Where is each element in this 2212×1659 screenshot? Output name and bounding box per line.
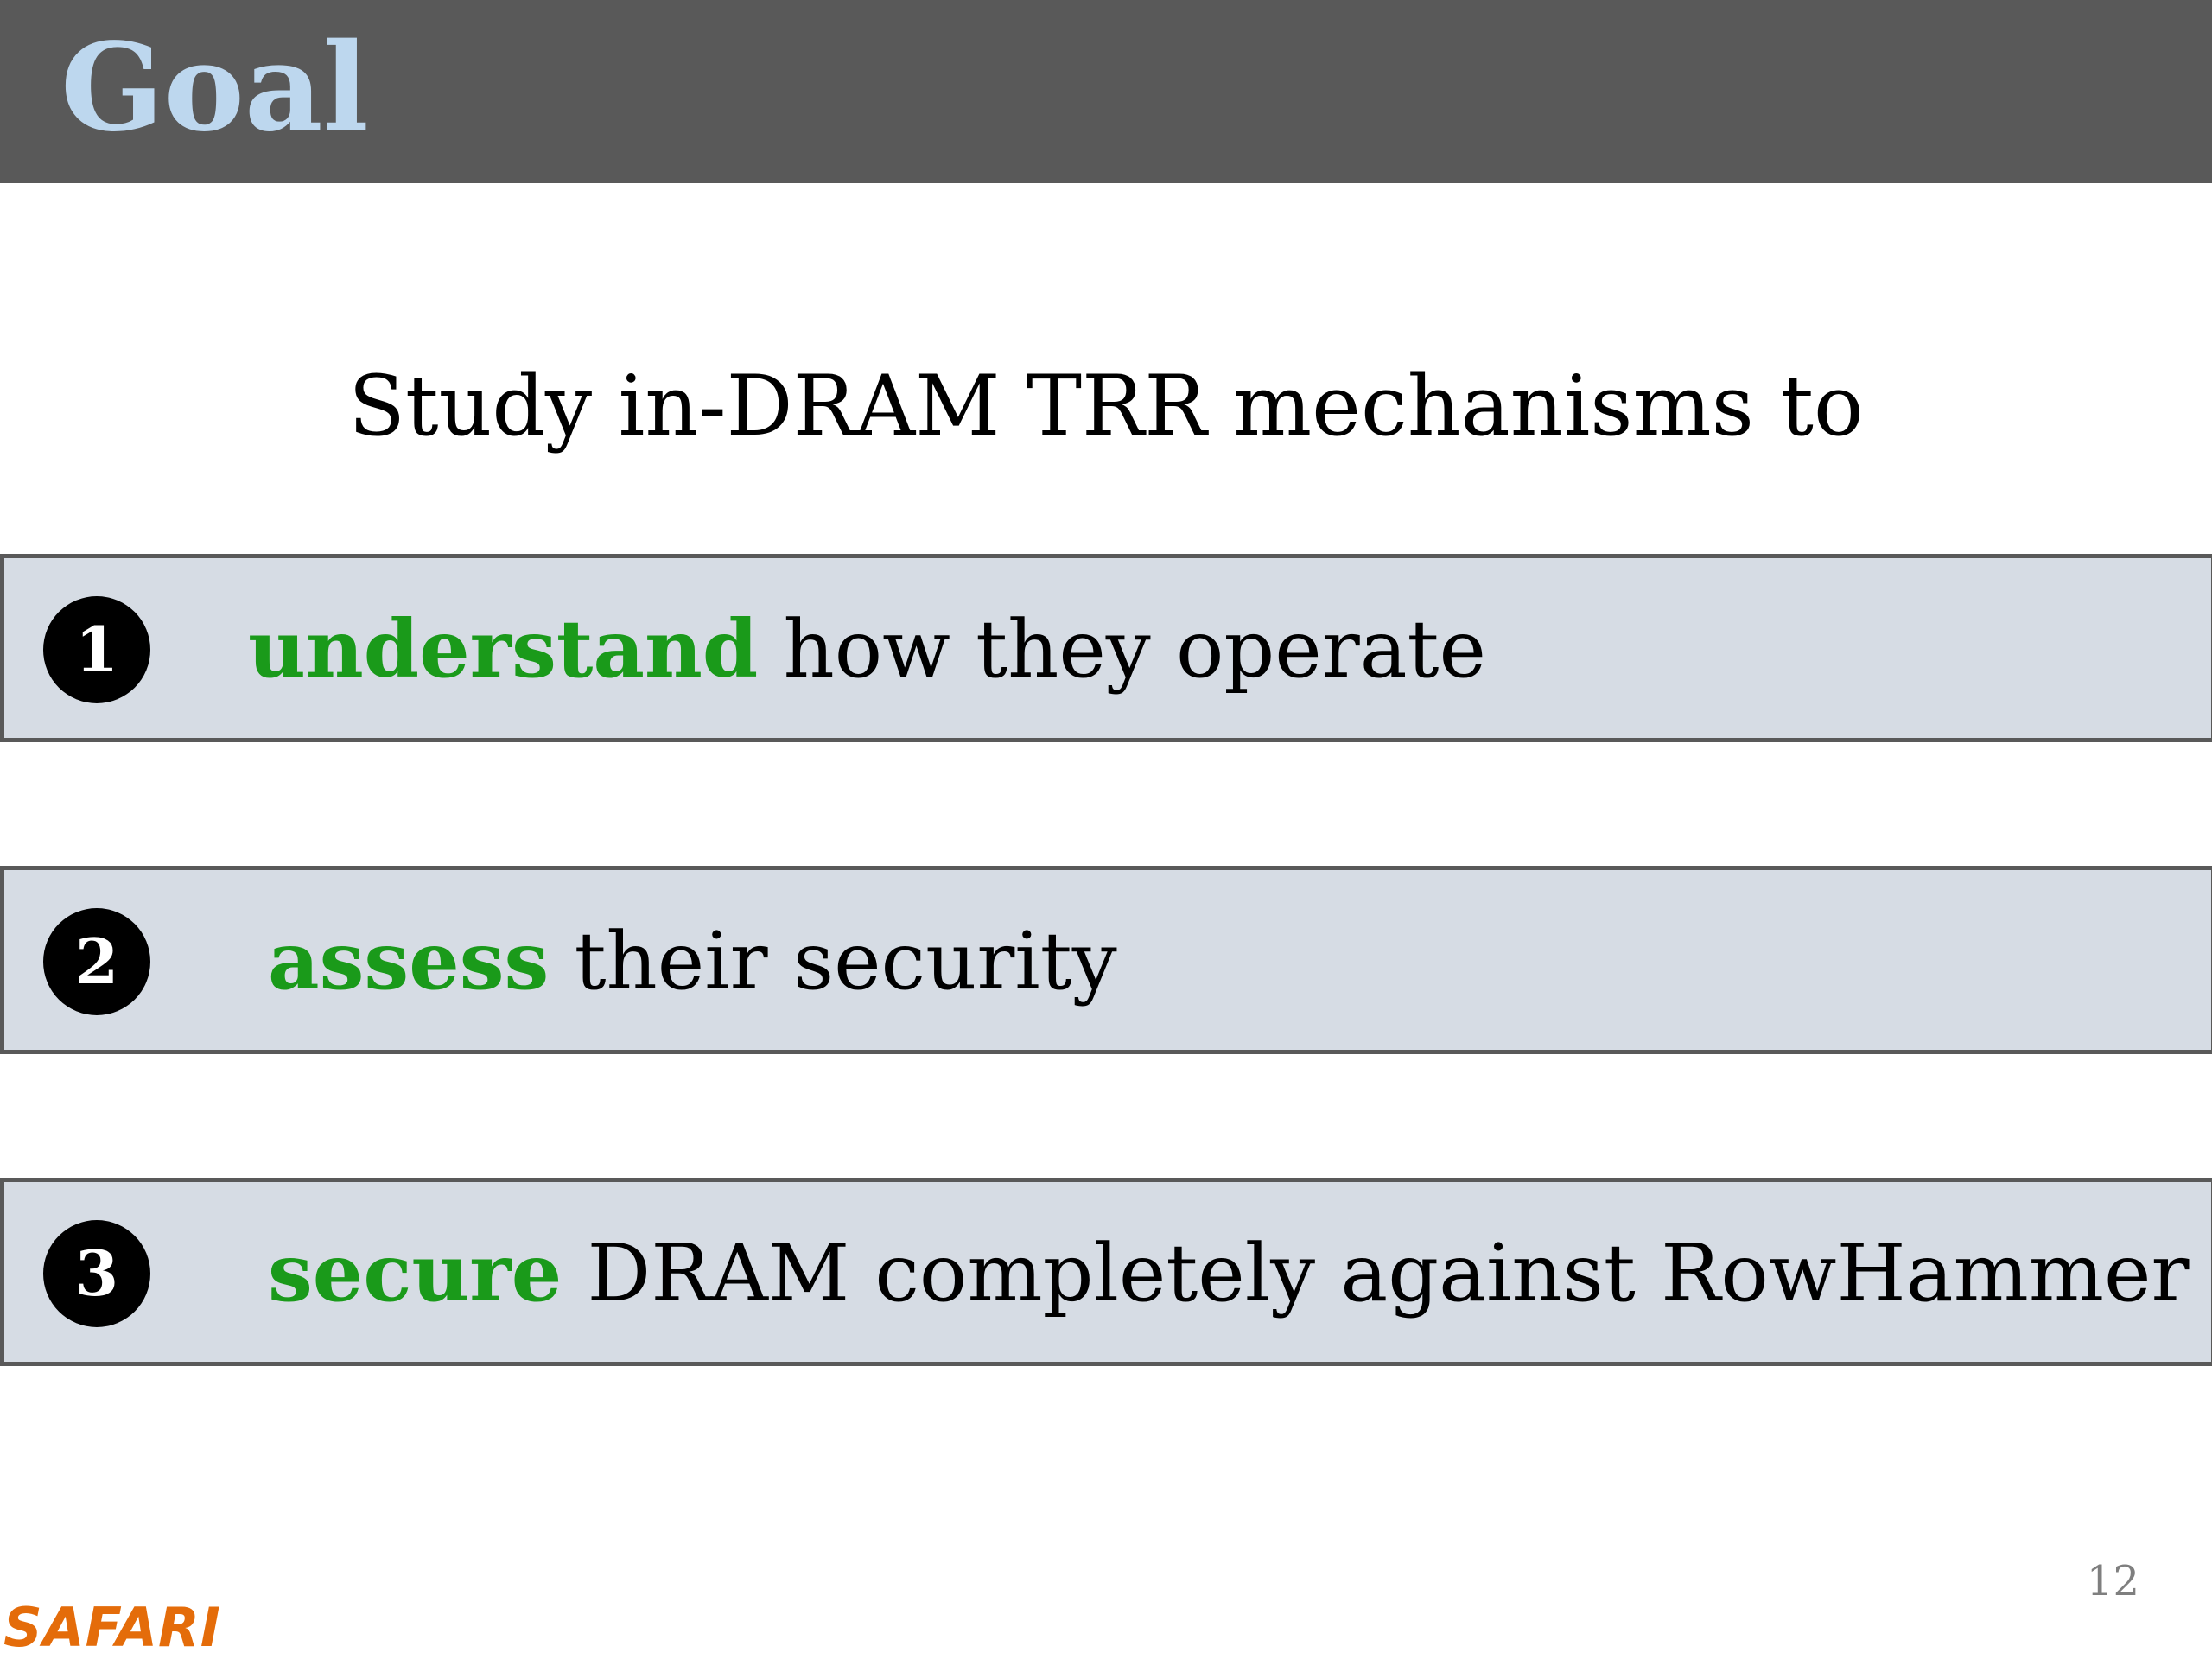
goal-keyword-1: understand	[248, 602, 759, 696]
goal-text-3: secure DRAM completely against RowHammer	[268, 1217, 2189, 1330]
goal-text-1: understand how they operate	[248, 593, 1486, 706]
number-badge-3: 3	[43, 1220, 150, 1327]
safari-logo: SAFARI	[3, 1596, 221, 1659]
page-number: 12	[2086, 1557, 2139, 1605]
goal-keyword-3: secure	[268, 1226, 563, 1319]
goal-rest-2: their security	[549, 915, 1117, 1007]
slide-title: Goal	[60, 17, 369, 159]
goal-keyword-2: assess	[268, 914, 550, 1007]
goal-box-2: 2 assess their security	[0, 866, 2212, 1054]
title-bar: Goal	[0, 0, 2212, 183]
goal-box-3: 3 secure DRAM completely against RowHamm…	[0, 1178, 2212, 1366]
goal-rest-3: DRAM completely against RowHammer	[562, 1227, 2190, 1319]
number-badge-1: 1	[43, 596, 150, 703]
goal-rest-1: how they operate	[758, 603, 1486, 696]
number-badge-2: 2	[43, 908, 150, 1015]
goal-text-2: assess their security	[268, 905, 1117, 1018]
goal-box-1: 1 understand how they operate	[0, 554, 2212, 742]
intro-text: Study in-DRAM TRR mechanisms to	[348, 358, 1864, 454]
